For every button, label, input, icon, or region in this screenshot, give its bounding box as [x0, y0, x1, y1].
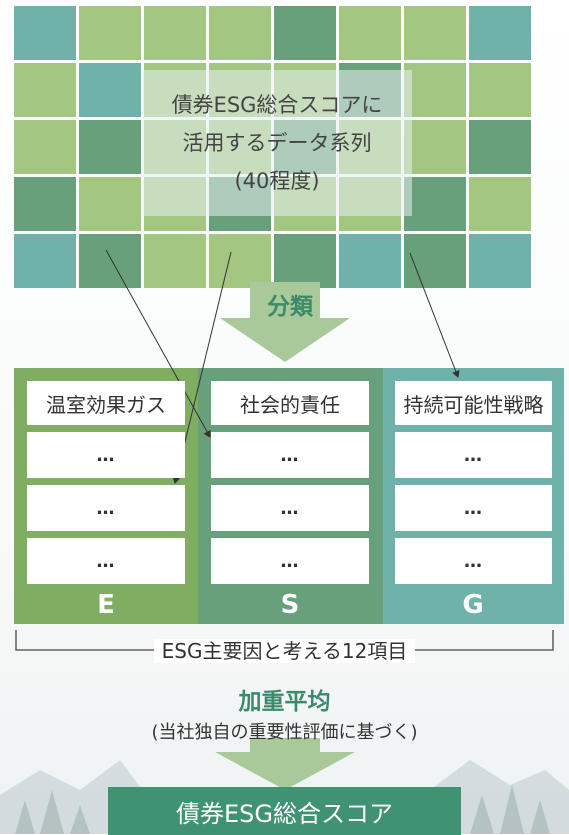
grid-cell — [14, 177, 76, 231]
grid-cell — [14, 234, 76, 288]
grid-title-line-2: 活用するデータ系列 — [182, 131, 372, 155]
column-g-item-4: … — [395, 538, 552, 584]
bracket-label: ESG主要因と考える12項目 — [0, 635, 569, 664]
grid-cell — [339, 234, 401, 288]
column-g-top-item: 持続可能性戦略 — [395, 381, 552, 425]
grid-cell — [469, 63, 531, 117]
grid-cell — [404, 120, 466, 174]
grid-cell — [469, 177, 531, 231]
column-s-letter: S — [280, 590, 300, 620]
grid-cell — [274, 6, 336, 60]
grid-cell — [469, 6, 531, 60]
grid-cell — [144, 6, 206, 60]
tree-silhouettes — [15, 785, 550, 834]
grid-cell — [14, 6, 76, 60]
column-s-item-2: … — [211, 432, 369, 478]
grid-cell — [209, 6, 271, 60]
grid-cell — [79, 6, 141, 60]
column-e-item-4: … — [27, 538, 185, 584]
column-g-item-3: … — [395, 485, 552, 531]
column-g-item-2: … — [395, 432, 552, 478]
grid-cell — [404, 63, 466, 117]
grid-cell — [469, 120, 531, 174]
grid-cell — [79, 177, 141, 231]
result-label: 債券ESG総合スコア — [176, 799, 393, 828]
mapping-line-1 — [105, 249, 211, 438]
grid-cell — [14, 63, 76, 117]
grid-cell — [469, 234, 531, 288]
grid-cell — [339, 6, 401, 60]
weighted-average-arrow — [215, 738, 355, 790]
column-e-top-item: 温室効果ガス — [27, 381, 185, 425]
grid-cell — [274, 234, 336, 288]
mapping-line-3 — [409, 252, 460, 378]
column-g-letter: G — [462, 590, 484, 620]
column-e-letter: E — [97, 590, 115, 620]
grid-cell — [14, 120, 76, 174]
grid-cell — [404, 6, 466, 60]
grid-title-line-3: (40程度) — [234, 169, 320, 193]
column-e-item-2: … — [27, 432, 185, 478]
bracket-label-text: ESG主要因と考える12項目 — [153, 639, 416, 663]
classify-label: 分類 — [267, 294, 313, 320]
column-s-item-4: … — [211, 538, 369, 584]
column-s-item-3: … — [211, 485, 369, 531]
grid-title-line-1: 債券ESG総合スコアに — [171, 93, 383, 117]
result-box: 債券ESG総合スコア — [108, 787, 461, 835]
classify-arrow — [220, 282, 350, 362]
grid-cell — [209, 234, 271, 288]
weighted-average-note: (当社独自の重要性評価に基づく) — [151, 722, 418, 743]
grid-cell — [79, 234, 141, 288]
grid-cell — [79, 120, 141, 174]
grid-cell — [144, 234, 206, 288]
column-e-item-3: … — [27, 485, 185, 531]
grid-cell — [79, 63, 141, 117]
grid-cell — [404, 234, 466, 288]
column-s-top-item: 社会的責任 — [211, 381, 369, 425]
grid-title: 債券ESG総合スコアに 活用するデータ系列 (40程度) — [142, 70, 412, 216]
weighted-average-label: 加重平均 — [238, 689, 331, 715]
grid-cell — [404, 177, 466, 231]
